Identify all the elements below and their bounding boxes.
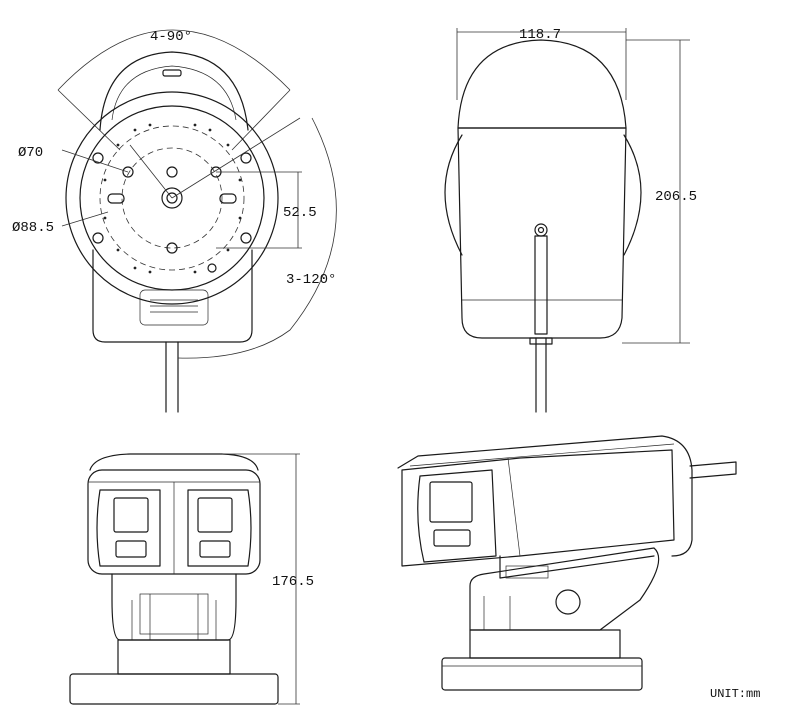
height-side-label: 206.5 — [655, 189, 697, 205]
mounting-holes — [92, 152, 252, 273]
unit-label: UNIT:mm — [710, 687, 760, 701]
width-label: 118.7 — [519, 27, 561, 43]
dia-outer-label: Ø88.5 — [12, 220, 54, 236]
side-lens-window — [429, 481, 473, 523]
side-ir-window — [433, 529, 471, 547]
bolt-circle-88 — [99, 125, 245, 271]
side-base-neck — [469, 629, 621, 659]
rear-bracket — [534, 235, 548, 335]
bracket-arm — [469, 547, 660, 631]
center-cable-hole — [161, 187, 183, 209]
side-lens-module — [417, 469, 497, 563]
height-front-label: 176.5 — [272, 574, 314, 590]
bolt-circle-70 — [121, 147, 223, 249]
front-base-neck — [117, 639, 231, 675]
dia-inner-label: Ø70 — [18, 145, 43, 161]
front-bracket — [111, 573, 237, 641]
front-housing-top — [89, 453, 259, 471]
rotate-angle-label: 3-120° — [286, 272, 336, 288]
side-disc-right — [623, 134, 642, 256]
sunshield — [397, 435, 693, 557]
side-view — [397, 435, 737, 691]
top-mount-view: 4-90° — [12, 29, 337, 413]
cable-gland — [534, 223, 548, 237]
side-cable — [689, 461, 737, 479]
rear-dome — [457, 39, 627, 129]
rotate-angle-arc — [177, 117, 337, 359]
rear-body — [457, 127, 627, 339]
tilt-angle-arc — [57, 29, 291, 91]
lower-body — [92, 249, 253, 343]
sunshield-latch — [162, 69, 182, 77]
plate-outer-circle — [65, 91, 279, 305]
ir-window-right — [199, 540, 231, 558]
lens-window-left — [113, 497, 149, 533]
side-base-plate — [441, 657, 643, 691]
dia-outer-leader — [61, 211, 109, 227]
tilt-angle-label: 4-90° — [150, 29, 192, 45]
lens-window-right — [197, 497, 233, 533]
dia-inner-leader — [61, 149, 129, 173]
ir-window-left — [115, 540, 147, 558]
rear-view: 118.7 206.5 — [444, 27, 697, 413]
lens-module-left — [96, 489, 161, 567]
plate-dots — [103, 123, 242, 274]
dome-housing — [99, 51, 249, 131]
front-view: 176.5 — [69, 453, 314, 705]
vent-grille — [150, 299, 198, 313]
front-base-plate — [69, 673, 279, 705]
side-disc-left — [444, 134, 463, 256]
bracket-arm-top — [499, 555, 655, 579]
spacing-label: 52.5 — [283, 205, 317, 221]
side-housing — [401, 449, 675, 567]
lens-module-right — [187, 489, 252, 567]
tilt-knob — [555, 589, 581, 615]
